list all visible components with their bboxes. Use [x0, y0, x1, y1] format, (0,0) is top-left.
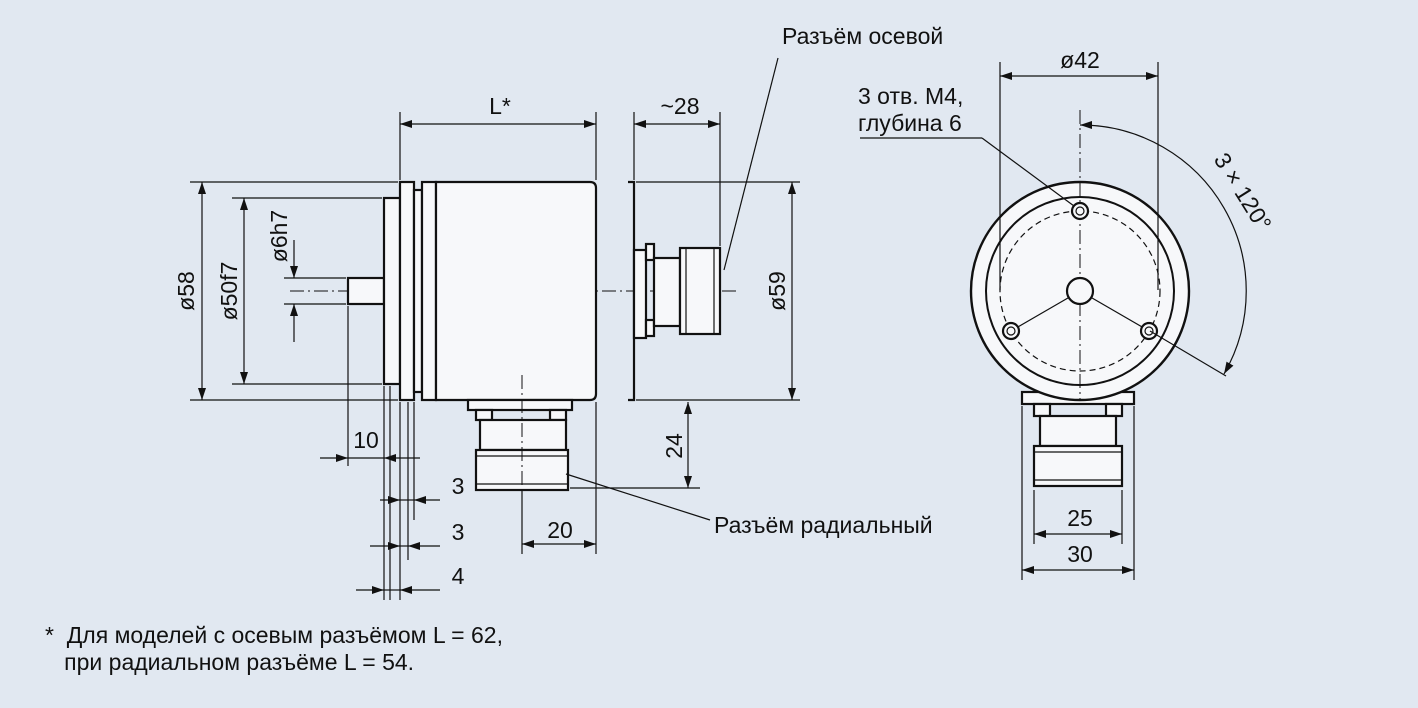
dim-angle: 3 × 120° [1209, 148, 1277, 235]
side-view: L* ~28 ø58 ø50f7 ø6h7 ø59 24 [173, 23, 943, 600]
radial-connector-base [466, 398, 574, 412]
front-screw-right [1104, 402, 1124, 418]
axial-connector-nut [678, 246, 722, 336]
dim-3b: 3 [452, 519, 465, 545]
hole-left [1001, 321, 1021, 341]
dim-20: 20 [547, 517, 573, 543]
dim-L: L* [489, 93, 511, 119]
dim-3a: 3 [452, 473, 465, 499]
dim-d42: ø42 [1060, 47, 1100, 73]
hole-right [1139, 321, 1159, 341]
label-holes-1: 3 отв. M4, [858, 83, 963, 109]
shaft [346, 276, 386, 306]
axial-screw-top [644, 242, 656, 262]
dim-d58: ø58 [173, 271, 199, 311]
front-shaft [1065, 276, 1095, 306]
dim-d6h7: ø6h7 [266, 210, 292, 262]
dim-d59: ø59 [764, 271, 790, 311]
dim-10: 10 [353, 427, 379, 453]
footnote-line-2: при радиальном разъёме L = 54. [45, 649, 415, 675]
axial-connector-neck [652, 256, 682, 328]
dim-25: 25 [1067, 505, 1093, 531]
footnote-line-1: * Для моделей с осевым разъёмом L = 62, [45, 622, 503, 648]
front-screw-left [1032, 402, 1052, 418]
radial-screw-left [474, 408, 494, 422]
dim-30: 30 [1067, 541, 1093, 567]
dim-d50f7: ø50f7 [216, 262, 242, 321]
radial-connector-neck [478, 418, 568, 452]
flange-plate [398, 180, 416, 402]
front-connector-nut [1032, 444, 1124, 488]
dim-24: 24 [661, 433, 687, 459]
angle-arc [1079, 120, 1247, 375]
label-connector-radial: Разъём радиальный [714, 512, 933, 538]
axial-screw-bottom [644, 318, 656, 338]
dim-approx28: ~28 [660, 93, 699, 119]
radial-screw-right [548, 408, 568, 422]
flange-ring [420, 180, 438, 402]
front-connector-neck [1038, 414, 1118, 448]
front-view: ø42 3 × 120° 3 отв. M4, глубина 6 25 30 [858, 47, 1277, 580]
flange-spigot [382, 196, 402, 386]
housing [434, 180, 598, 402]
hole-top [1070, 201, 1090, 221]
axial-connector-base [632, 248, 648, 340]
footnote: * Для моделей с осевым разъёмом L = 62, … [45, 622, 503, 676]
label-connector-axial: Разъём осевой [782, 23, 943, 49]
flange-groove [412, 188, 424, 394]
label-holes-2: глубина 6 [858, 110, 962, 136]
dim-4: 4 [452, 563, 465, 589]
